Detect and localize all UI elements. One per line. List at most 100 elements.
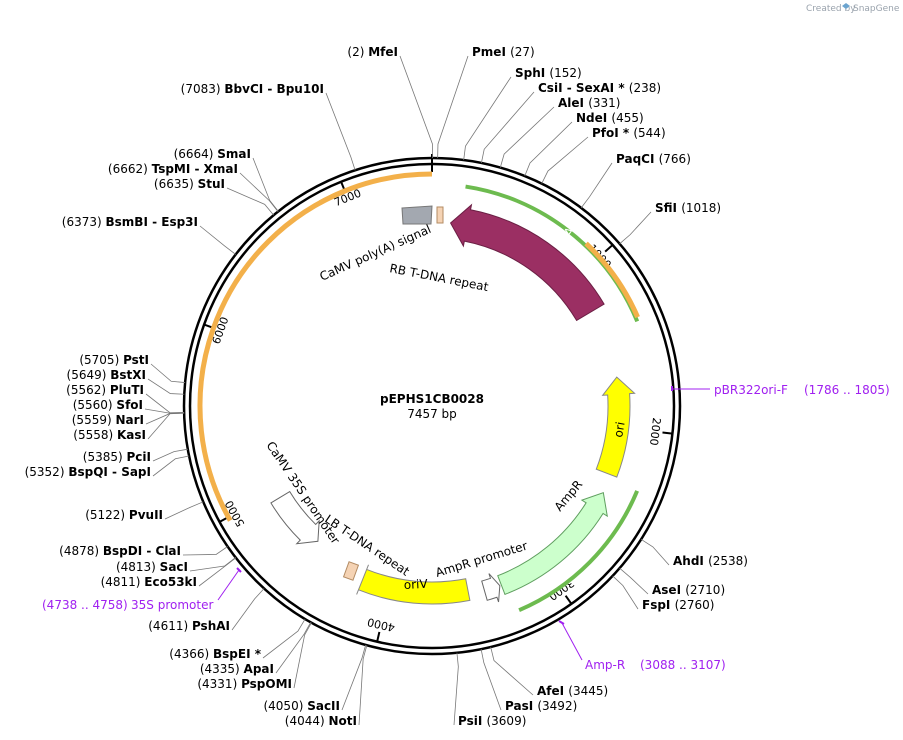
site-name: BspEI * [213,647,262,661]
site-connector [437,55,469,159]
site-label[interactable]: (4878) BspDI - ClaI [59,544,181,558]
site-position: (6662) [108,162,152,176]
site-label[interactable]: (5560) SfoI [73,398,143,412]
primer-ampr-name: Amp-R [585,658,625,672]
site-label[interactable]: CsiI - SexAI * (238) [538,81,661,95]
site-connector [147,412,185,440]
site-label[interactable]: (4331) PspOMI [197,677,292,691]
site-label[interactable]: AleI (331) [558,96,620,110]
feature-ampR-promoter [481,573,501,603]
site-label[interactable]: (5122) PvuII [85,508,163,522]
site-connector [231,588,265,631]
site-connector [293,622,312,689]
site-position: (1018) [681,201,721,215]
primer-35s-range: (4738 .. 4758) [42,598,128,612]
site-label[interactable]: SphI (152) [515,66,582,80]
site-name: PstI [123,353,149,367]
site-label[interactable]: (4813) SacI [116,560,188,574]
site-connector [198,557,237,587]
site-connector [182,546,228,556]
site-label[interactable]: (4044) NotI [285,714,357,728]
feature-trfA [449,203,605,322]
site-label[interactable]: SfiI (1018) [655,201,721,215]
site-name: ApaI [244,662,274,676]
site-connector [262,618,306,659]
site-label[interactable]: (6635) StuI [154,177,225,191]
site-name: SacII [307,699,340,713]
site-position: (455) [611,111,643,125]
ori-label: ori [611,421,627,439]
site-position: (7083) [181,82,225,96]
site-connector [145,412,185,425]
tick-mark [662,431,673,435]
site-label[interactable]: (6662) TspMI - XmaI [108,162,238,176]
site-connector [480,649,502,711]
features [197,171,640,613]
primer-leader-35s [217,569,240,601]
site-name: AleI [558,96,588,110]
plasmid-length: 7457 bp [407,407,457,421]
site-label[interactable]: (6664) SmaI [174,147,251,161]
site-connector [239,172,279,212]
site-connector [152,455,190,477]
tick-mark [376,631,381,642]
site-position: (5562) [66,383,110,397]
site-connector [275,622,312,674]
site-label[interactable]: (4611) PshAI [148,619,230,633]
site-connector [252,157,279,212]
site-label[interactable]: PmeI (27) [472,45,535,59]
site-label[interactable]: FspI (2760) [642,598,714,612]
site-name: TspMI - XmaI [152,162,238,176]
site-label[interactable]: AhdI (2538) [673,554,748,568]
site-label[interactable]: (2) MfeI [347,45,398,59]
site-label[interactable]: PfoI * (544) [592,126,666,140]
site-label[interactable]: PasI (3492) [505,699,577,713]
site-name: NarI [115,413,144,427]
site-label[interactable]: (5558) KasI [73,428,146,442]
site-label[interactable]: NdeI (455) [576,111,644,125]
site-name: BspDI - ClaI [103,544,181,558]
site-position: (5385) [83,450,127,464]
site-label[interactable]: (7083) BbvCI - Bpu10I [181,82,324,96]
site-name: SfoI [116,398,143,412]
site-label[interactable]: (5352) BspQI - SapI [25,465,151,479]
site-label[interactable]: (5559) NarI [72,413,144,427]
primer-leader-ampr [561,622,583,661]
site-position: (2760) [675,598,715,612]
site-label[interactable]: AseI (2710) [652,583,725,597]
site-connector [199,225,236,255]
primer-pbr322ori-range: (1786 .. 1805) [804,383,890,397]
site-name: SfiI [655,201,681,215]
site-name: PspOMI [241,677,292,691]
site-label[interactable]: (4335) ApaI [200,662,274,676]
site-label[interactable]: AfeI (3445) [537,684,608,698]
site-label[interactable]: (5705) PstI [79,353,149,367]
site-name: CsiI - SexAI * [538,81,629,95]
site-name: NotI [329,714,358,728]
primer-marker-ampr [558,620,565,625]
site-label[interactable]: PaqCI (766) [616,152,691,166]
site-label[interactable]: (4366) BspEI * [169,647,261,661]
site-position: (766) [659,152,691,166]
site-label[interactable]: (4050) SacII [263,699,340,713]
site-position: (5122) [85,508,129,522]
site-name: PsiI [458,714,486,728]
orf-arc-right [584,241,640,319]
site-label[interactable]: PsiI (3609) [458,714,526,728]
site-position: (6373) [62,215,106,229]
site-label[interactable]: (5562) PluTI [66,383,144,397]
site-name: PmeI [472,45,510,59]
site-label[interactable]: (6373) BsmBI - Esp3I [62,215,198,229]
site-label[interactable]: (4811) Eco53kI [101,575,197,589]
tick-label: 2000 [647,417,663,446]
feature-rb-t-dna-repeat [436,206,444,224]
site-label[interactable]: (5385) PciI [83,450,151,464]
tick-mark [604,244,614,253]
site-name: BstXI [110,368,146,382]
site-position: (2538) [708,554,748,568]
site-connector [619,567,649,595]
site-label[interactable]: (5649) BstXI [67,368,146,382]
site-name: AseI [652,583,685,597]
site-connector [499,106,555,168]
